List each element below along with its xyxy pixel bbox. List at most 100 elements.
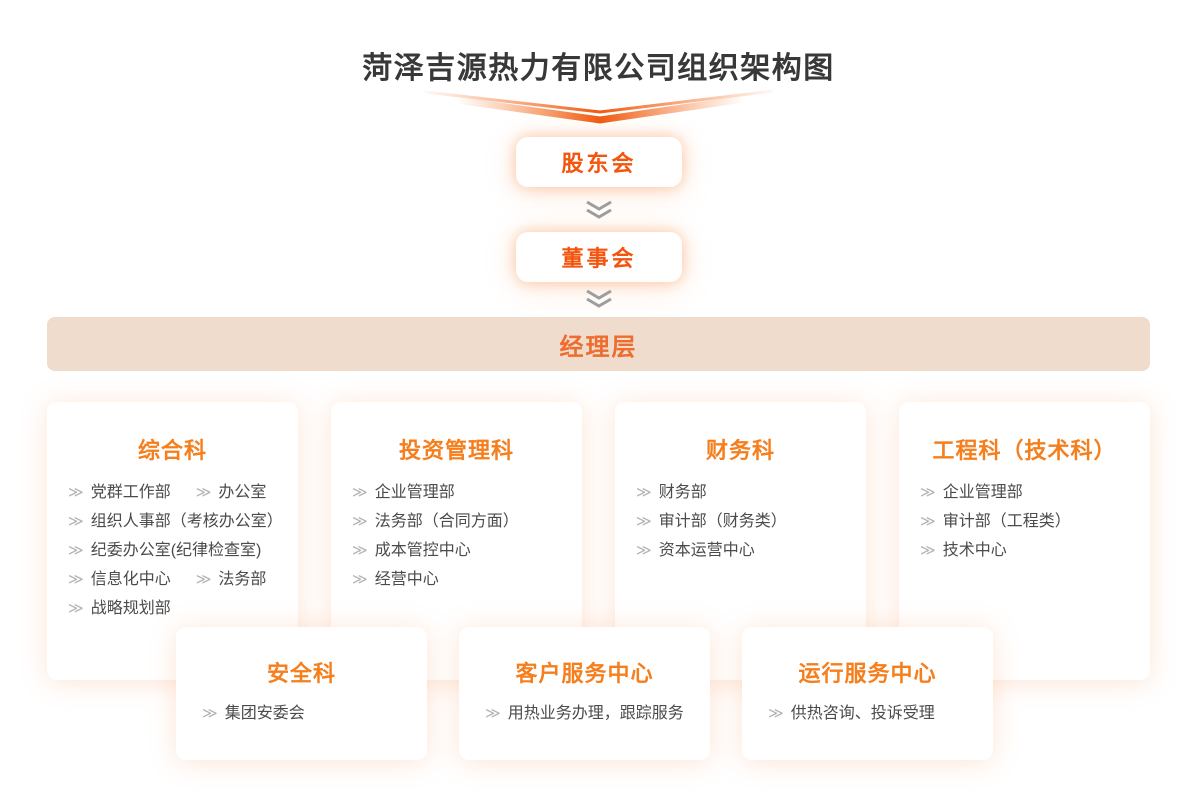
manager-layer-label: 经理层 [559, 333, 638, 361]
dept-title: 工程科（技术科） [932, 438, 1117, 463]
dept-item: ≫ 纪委办公室(纪律检查室) [68, 536, 261, 565]
dept-item: ≫ 法务部（合同方面） [352, 507, 519, 536]
dept-row: ≫ 技术中心 [920, 536, 1140, 565]
dept-item: ≫ 经营中心 [352, 565, 439, 594]
double-chevron-down-icon [586, 200, 612, 219]
dept-item-label: 财务部 [658, 484, 707, 501]
dept-row: ≫ 信息化中心 ≫ 法务部 [68, 565, 288, 594]
sub-card-customer-service-center: 客户服务中心 ≫ 用热业务办理，跟踪服务 [459, 627, 710, 760]
dept-row: ≫ 用热业务办理，跟踪服务 [485, 699, 700, 728]
manager-layer-bar: 经理层 [47, 317, 1150, 371]
dept-item: ≫ 信息化中心 [68, 565, 171, 594]
dept-item-label: 办公室 [218, 484, 267, 501]
dept-row: ≫ 法务部（合同方面） [352, 507, 572, 536]
dept-item-label: 用热业务办理，跟踪服务 [507, 705, 684, 722]
dept-item-list: ≫ 企业管理部 ≫审计部（工程类） ≫ 技术中心 [899, 465, 1150, 565]
dept-item: ≫ 审计部（财务类） [636, 507, 787, 536]
dept-item-label: 企业管理部 [942, 484, 1023, 501]
dept-row: ≫ 成本管控中心 [352, 536, 572, 565]
dept-row: ≫ 集团安委会 [202, 699, 417, 728]
dept-item-label: 法务部（合同方面） [374, 513, 519, 530]
node-label: 股东会 [561, 151, 637, 176]
dept-row: ≫ 企业管理部 [920, 478, 1140, 507]
dept-item-list: ≫ 财务部 ≫ 审计部（财务类） ≫ 资本运营中心 [615, 465, 866, 565]
double-chevron-bullet-icon: ≫ [352, 542, 368, 559]
dept-item: ≫ 技术中心 [920, 536, 1007, 565]
dept-item: ≫ 成本管控中心 [352, 536, 471, 565]
dept-item-label: 法务部 [218, 571, 267, 588]
dept-card-general-affairs: 综合科 ≫ 党群工作部 ≫ 办公室 ≫ 组织人事部（考核办公室） ≫ 纪委办公室(纪律检… [47, 402, 298, 680]
sub-card-safety: 安全科 ≫ 集团安委会 [176, 627, 427, 760]
dept-row: ≫ 经营中心 [352, 565, 572, 594]
dept-row: ≫ 组织人事部（考核办公室） [68, 507, 288, 536]
sub-dept-item-list: ≫ 集团安委会 [176, 688, 427, 728]
dept-item: ≫ 资本运营中心 [636, 536, 755, 565]
double-chevron-bullet-icon: ≫ [636, 484, 652, 501]
dept-item: ≫ 企业管理部 [352, 478, 455, 507]
double-chevron-bullet-icon: ≫ [920, 484, 936, 501]
sub-dept-title: 安全科 [266, 661, 336, 686]
dept-item-label: 党群工作部 [90, 484, 171, 501]
node-label: 董事会 [561, 246, 637, 271]
dept-item: ≫审计部（工程类） [920, 507, 1071, 536]
dept-item-label: 经营中心 [374, 571, 439, 588]
double-chevron-bullet-icon: ≫ [68, 484, 84, 501]
double-chevron-bullet-icon: ≫ [68, 542, 84, 559]
double-chevron-down-icon [586, 289, 612, 308]
node-shareholders-meeting: 股东会 [516, 137, 682, 187]
double-chevron-bullet-icon: ≫ [68, 600, 84, 617]
dept-item: ≫ 财务部 [636, 478, 707, 507]
dept-item: ≫ 组织人事部（考核办公室） [68, 507, 283, 536]
double-chevron-bullet-icon: ≫ [68, 571, 84, 588]
dept-item: ≫ 战略规划部 [68, 594, 171, 623]
double-chevron-bullet-icon: ≫ [195, 484, 212, 501]
dept-item: ≫ 党群工作部 [68, 478, 171, 507]
dept-item-label: 审计部（财务类） [658, 513, 787, 530]
double-chevron-bullet-icon: ≫ [68, 513, 84, 530]
dept-item: ≫ 集团安委会 [202, 699, 305, 728]
double-chevron-bullet-icon: ≫ [920, 542, 936, 559]
sub-dept-item-list: ≫ 用热业务办理，跟踪服务 [459, 688, 710, 728]
dept-item-label: 审计部（工程类） [942, 513, 1071, 530]
dept-item-label: 供热咨询、投诉受理 [790, 705, 935, 722]
dept-row: ≫ 财务部 [636, 478, 856, 507]
node-board-of-directors: 董事会 [516, 232, 682, 282]
double-chevron-bullet-icon: ≫ [352, 571, 368, 588]
page-title: 菏泽吉源热力有限公司组织架构图 [362, 52, 835, 85]
dept-title: 投资管理科 [398, 438, 514, 463]
dept-row: ≫ 审计部（财务类） [636, 507, 856, 536]
double-chevron-bullet-icon: ≫ [352, 484, 368, 501]
double-chevron-bullet-icon: ≫ [485, 705, 501, 722]
dept-item-label: 集团安委会 [224, 705, 305, 722]
dept-item: ≫ 供热咨询、投诉受理 [768, 699, 935, 728]
dept-item-list: ≫党群工作部 ≫办公室 ≫组织人事部（考核办公室） ≫纪委办公室(纪律检查室) … [47, 465, 298, 623]
dept-row: ≫ 纪委办公室(纪律检查室) [68, 536, 288, 565]
double-chevron-bullet-icon: ≫ [202, 705, 218, 722]
dept-item-label: 纪委办公室(纪律检查室) [90, 542, 262, 559]
double-chevron-bullet-icon: ≫ [636, 542, 652, 559]
double-chevron-bullet-icon: ≫ [768, 705, 784, 722]
sub-card-operation-service-center: 运行服务中心 ≫供热咨询、投诉受理 [742, 627, 993, 760]
dept-row: ≫ 党群工作部 ≫ 办公室 [68, 478, 288, 507]
dept-item-label: 信息化中心 [90, 571, 171, 588]
sub-dept-item-list: ≫ 供热咨询、投诉受理 [742, 688, 993, 728]
dept-item: ≫ 企业管理部 [920, 478, 1023, 507]
double-chevron-bullet-icon: ≫ [352, 513, 368, 530]
dept-title: 综合科 [137, 438, 207, 463]
dept-item-label: 组织人事部（考核办公室） [90, 513, 283, 530]
dept-row: ≫ 企业管理部 [352, 478, 572, 507]
dept-item-label: 成本管控中心 [374, 542, 471, 559]
dept-item-label: 资本运营中心 [658, 542, 755, 559]
dept-row: ≫审计部（工程类） [920, 507, 1140, 536]
title-swoosh-icon [424, 89, 774, 124]
dept-item-label: 技术中心 [942, 542, 1007, 559]
dept-item: ≫ 办公室 [196, 478, 267, 507]
sub-dept-title: 客户服务中心 [515, 661, 654, 686]
double-chevron-bullet-icon: ≫ [636, 513, 652, 530]
dept-row: ≫ 战略规划部 [68, 594, 288, 623]
dept-item-list: ≫ 企业管理部 ≫ 法务部（合同方面） ≫ 成本管控中心 ≫ 经营中心 [331, 465, 582, 594]
dept-item-label: 战略规划部 [90, 600, 171, 617]
dept-item-label: 企业管理部 [374, 484, 455, 501]
dept-row: ≫ 供热咨询、投诉受理 [768, 699, 983, 728]
